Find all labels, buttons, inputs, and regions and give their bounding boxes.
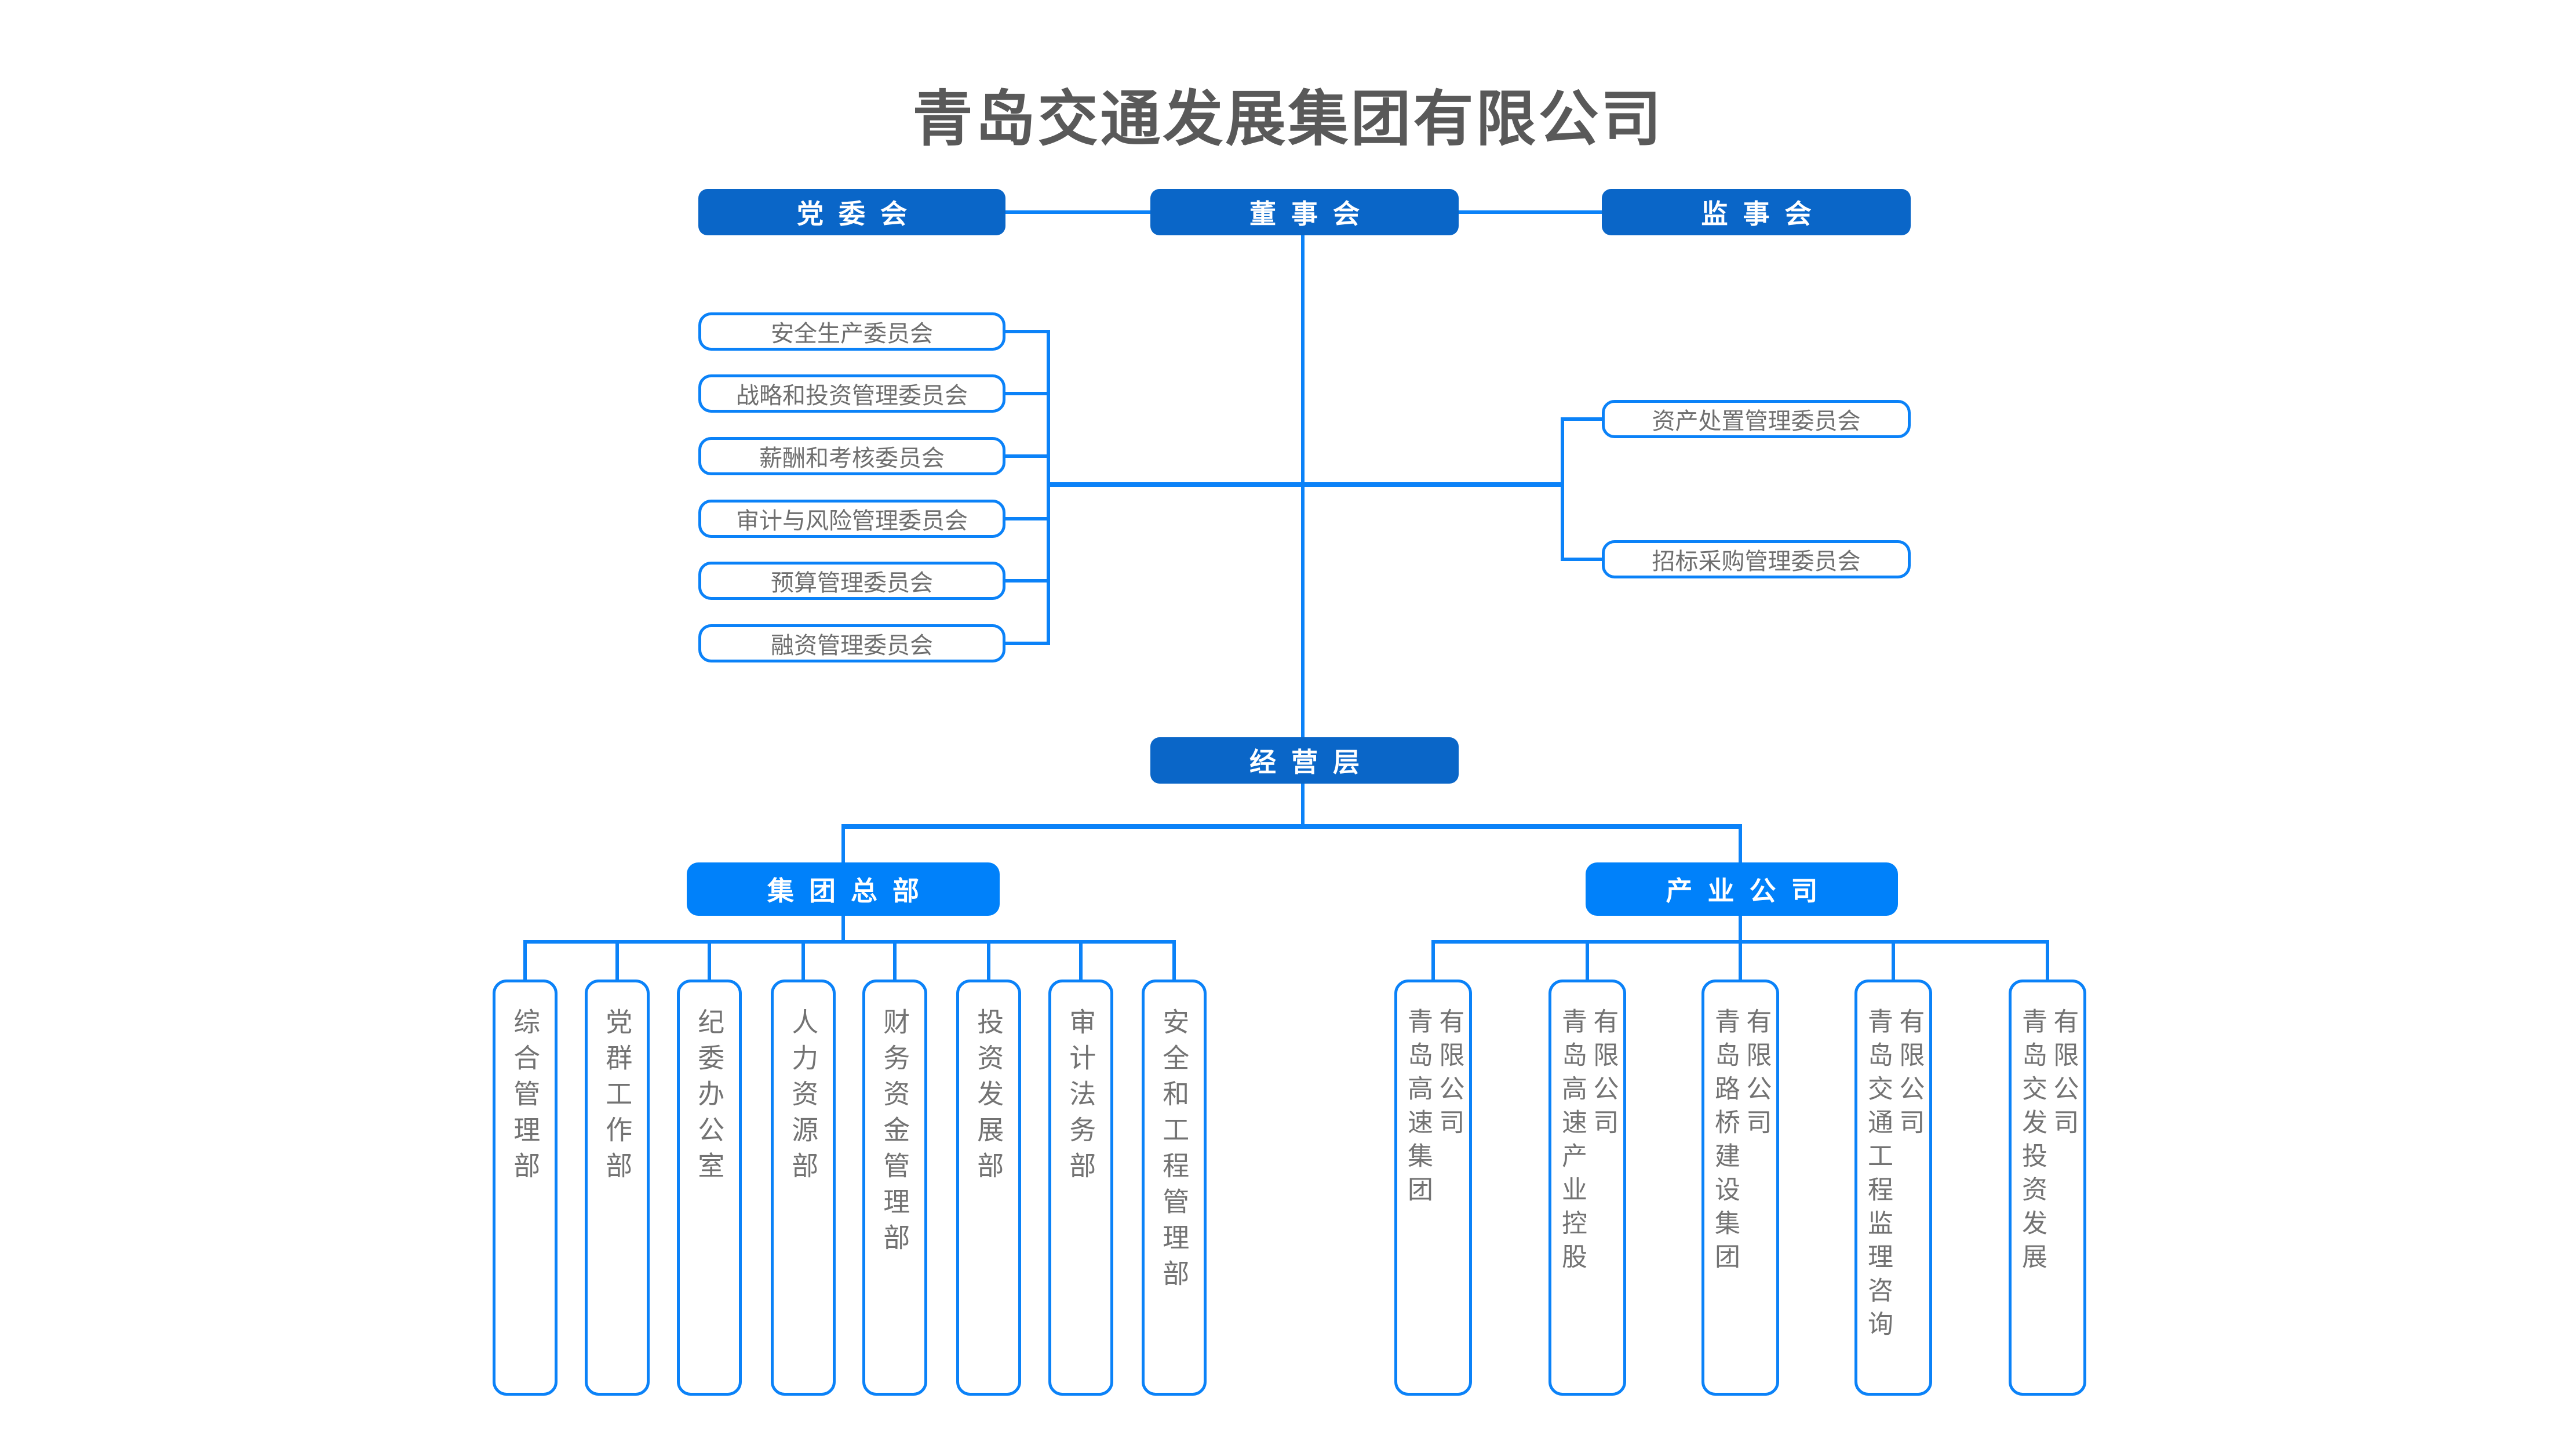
connector-line	[987, 942, 990, 980]
company-qingdao-expressway-group: 青岛高速集团 有限公司	[1394, 980, 1472, 1396]
node-label: 经营层	[1249, 747, 1375, 777]
dept-label: 财务资金管理部	[880, 1008, 910, 1259]
connector-line	[1047, 482, 1564, 487]
company-qingdao-jiaofa-investment-development: 青岛交发投资发展 有限公司	[2009, 980, 2086, 1396]
connector-line	[1047, 330, 1050, 645]
node-label: 党委会	[797, 199, 922, 229]
dept-finance-funds-management: 财务资金管理部	[862, 980, 927, 1396]
committee-label: 资产处置管理委员会	[1652, 409, 1861, 434]
connector-line	[1459, 210, 1602, 214]
node-label: 董事会	[1249, 199, 1375, 229]
connector-line	[1564, 417, 1602, 421]
committee-label: 审计与风险管理委员会	[736, 508, 968, 534]
committee-label: 薪酬和考核委员会	[759, 446, 945, 471]
company-suffix: 有限公司	[1435, 1008, 1464, 1142]
connector-line	[1005, 454, 1047, 458]
committee-financing: 融资管理委员会	[698, 624, 1005, 662]
dept-discipline-inspection-office: 纪委办公室	[677, 980, 742, 1396]
dept-label: 审计法务部	[1066, 1008, 1096, 1188]
dept-label: 人力资源部	[788, 1008, 819, 1188]
dept-label: 综合管理部	[510, 1008, 541, 1188]
committee-compensation-assessment: 薪酬和考核委员会	[698, 437, 1005, 475]
committee-label: 招标采购管理委员会	[1652, 549, 1861, 574]
dept-safety-engineering-management: 安全和工程管理部	[1142, 980, 1207, 1396]
connector-line	[1561, 417, 1564, 561]
committee-asset-disposal: 资产处置管理委员会	[1602, 400, 1911, 438]
connector-line	[1005, 392, 1047, 395]
node-party-committee: 党委会	[698, 189, 1005, 235]
connector-line	[523, 942, 527, 980]
node-management-level: 经营层	[1150, 737, 1459, 784]
committee-safety-production: 安全生产委员会	[698, 312, 1005, 351]
connector-line	[615, 942, 619, 980]
dept-investment-development: 投资发展部	[956, 980, 1021, 1396]
dept-label: 纪委办公室	[694, 1008, 725, 1188]
company-name: 青岛高速集团	[1404, 1008, 1432, 1210]
dept-human-resources: 人力资源部	[771, 980, 836, 1396]
connector-line	[1079, 942, 1083, 980]
connector-line	[1301, 784, 1305, 827]
company-name: 青岛高速产业控股	[1558, 1008, 1586, 1277]
connector-line	[1172, 942, 1176, 980]
company-qingdao-road-bridge-construction-group: 青岛路桥建设集团 有限公司	[1701, 980, 1779, 1396]
connector-line	[1586, 942, 1589, 980]
connector-line	[801, 942, 805, 980]
company-name: 青岛交发投资发展	[2018, 1008, 2046, 1277]
connector-line	[1431, 942, 1435, 980]
company-suffix: 有限公司	[1895, 1008, 1924, 1142]
connector-line	[2046, 942, 2049, 980]
dept-general-management: 综合管理部	[493, 980, 558, 1396]
company-suffix: 有限公司	[1589, 1008, 1618, 1142]
dept-label: 党群工作部	[602, 1008, 633, 1188]
dept-label: 安全和工程管理部	[1159, 1008, 1190, 1295]
company-qingdao-expressway-industry-holding: 青岛高速产业控股 有限公司	[1548, 980, 1626, 1396]
node-label: 监事会	[1701, 199, 1827, 229]
company-qingdao-traffic-engineering-supervision-consulting: 青岛交通工程监理咨询 有限公司	[1854, 980, 1932, 1396]
node-supervisory-board: 监事会	[1602, 189, 1911, 235]
committee-strategy-investment: 战略和投资管理委员会	[698, 374, 1005, 413]
committee-audit-risk: 审计与风险管理委员会	[698, 500, 1005, 538]
company-suffix: 有限公司	[2049, 1008, 2078, 1142]
committee-label: 战略和投资管理委员会	[736, 383, 968, 409]
connector-line	[841, 824, 1742, 829]
dept-audit-legal: 审计法务部	[1048, 980, 1113, 1396]
committee-label: 融资管理委员会	[771, 633, 933, 658]
dept-label: 投资发展部	[974, 1008, 1004, 1188]
connector-line	[1739, 916, 1742, 942]
node-group-headquarters: 集团总部	[687, 862, 1000, 916]
committee-bidding-procurement: 招标采购管理委员会	[1602, 540, 1911, 578]
node-label: 集团总部	[767, 876, 934, 906]
connector-line	[1005, 642, 1047, 645]
committee-budget: 预算管理委员会	[698, 562, 1005, 600]
node-label: 产业公司	[1666, 876, 1833, 906]
connector-line	[1005, 579, 1047, 582]
dept-party-mass-work: 党群工作部	[585, 980, 650, 1396]
node-board-of-directors: 董事会	[1150, 189, 1459, 235]
committee-label: 安全生产委员会	[771, 321, 933, 347]
connector-line	[1892, 942, 1895, 980]
connector-line	[893, 942, 897, 980]
connector-line	[1739, 828, 1742, 862]
connector-line	[1564, 558, 1602, 561]
connector-line	[1005, 517, 1047, 520]
company-name: 青岛路桥建设集团	[1711, 1008, 1739, 1277]
connector-line	[708, 942, 711, 980]
committee-label: 预算管理委员会	[771, 570, 933, 596]
page-title: 青岛交通发展集团有限公司	[912, 86, 1664, 153]
node-industry-companies: 产业公司	[1586, 862, 1898, 916]
connector-line	[1005, 330, 1047, 333]
connector-line	[1005, 210, 1150, 214]
connector-line	[1739, 942, 1742, 980]
connector-line	[523, 940, 1176, 944]
company-name: 青岛交通工程监理咨询	[1864, 1008, 1892, 1344]
connector-line	[841, 916, 845, 942]
connector-line	[841, 828, 845, 862]
company-suffix: 有限公司	[1742, 1008, 1771, 1142]
